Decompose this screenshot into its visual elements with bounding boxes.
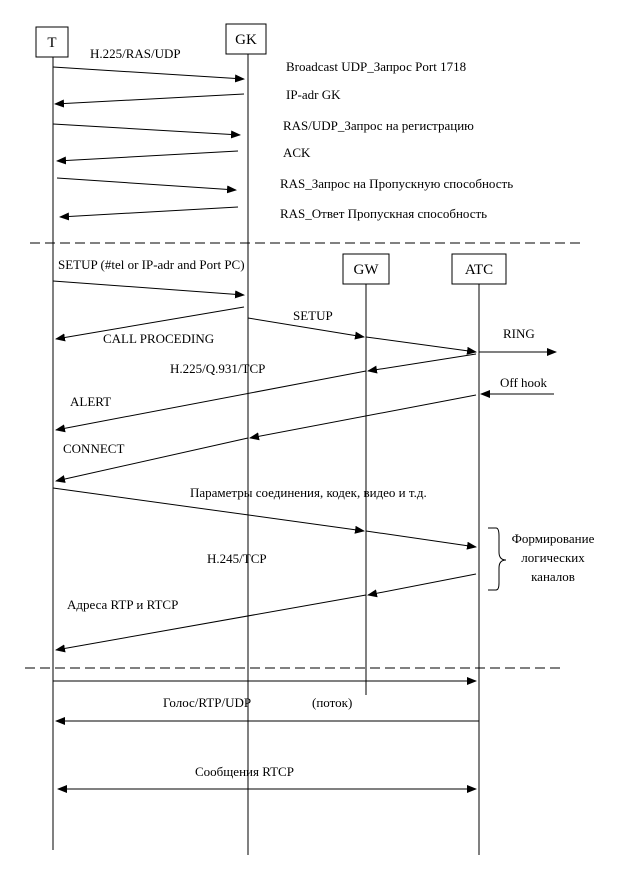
arrow-alert xyxy=(55,370,367,433)
label-h225-ras-udp: H.225/RAS/UDP xyxy=(90,46,181,61)
arrow-params-gw-atc xyxy=(365,530,477,550)
label-rtp-rtcp-addr: Адреса RTP и RTCP xyxy=(67,597,178,612)
label-setup-t: SETUP (#tel or IP-adr and Port PC) xyxy=(58,257,245,272)
label-params: Параметры соединения, кодек, видео и т.д… xyxy=(190,485,427,500)
entity-atc-label: ATC xyxy=(465,262,493,278)
label-broadcast: Broadcast UDP_Запрос Port 1718 xyxy=(286,59,466,74)
label-voice-rtp-udp: Голос/RTP/UDP xyxy=(163,695,251,710)
arrow-ras-bw-req xyxy=(56,177,237,194)
entity-gk-label: GK xyxy=(235,32,257,48)
label-h245-tcp: H.245/TCP xyxy=(207,551,267,566)
arrow-connect-gk-t xyxy=(55,437,249,483)
label-ras-bw-req: RAS_Запрос на Пропускную способность xyxy=(280,176,513,191)
entity-gw: GW xyxy=(342,253,390,285)
label-forming-1: Формирование xyxy=(512,531,595,546)
arrow-h225-q931 xyxy=(367,353,477,374)
label-setup-gk: SETUP xyxy=(293,308,333,323)
label-forming-2: логических xyxy=(521,550,585,565)
label-h225-q931-tcp: H.225/Q.931/TCP xyxy=(170,361,265,376)
entity-t: T xyxy=(35,26,69,58)
label-off-hook: Off hook xyxy=(500,375,548,390)
label-forming-3: каналов xyxy=(531,569,575,584)
label-ras-udp-reg: RAS/UDP_Запрос на регистрацию xyxy=(283,118,474,133)
label-call-proceeding: CALL PROCEDING xyxy=(103,331,214,346)
arrow-ip-adr-gk xyxy=(54,93,245,108)
forming-brace xyxy=(488,527,507,591)
arrow-h245-atc-gw xyxy=(367,573,477,598)
entity-gw-label: GW xyxy=(354,262,380,278)
arrow-ras-bw-resp xyxy=(59,206,239,221)
label-ip-adr-gk: IP-adr GK xyxy=(286,87,341,102)
arrow-broadcast xyxy=(52,66,245,83)
arrow-setup-t xyxy=(52,280,245,299)
label-rtcp-messages: Сообщения RTCP xyxy=(195,764,294,779)
label-ras-bw-resp: RAS_Ответ Пропускная способность xyxy=(280,206,487,221)
arrow-ack xyxy=(56,150,239,165)
arrow-setup-gw xyxy=(365,336,477,355)
label-connect: CONNECT xyxy=(63,441,124,456)
label-stream: (поток) xyxy=(312,695,352,710)
entity-atc: ATC xyxy=(451,253,507,285)
arrow-ras-udp-reg xyxy=(52,123,241,139)
arrow-call-proceeding xyxy=(55,306,245,342)
label-ack: ACK xyxy=(283,145,311,160)
label-alert: ALERT xyxy=(70,394,111,409)
arrow-setup-gk xyxy=(247,317,365,340)
arrow-rtp-rtcp-addr xyxy=(55,594,367,653)
label-ring: RING xyxy=(503,326,535,341)
entity-t-label: T xyxy=(47,35,56,51)
arrow-params-t-gw xyxy=(52,487,365,534)
entity-gk: GK xyxy=(225,23,267,55)
arrow-connect-atc-gk xyxy=(249,394,477,441)
